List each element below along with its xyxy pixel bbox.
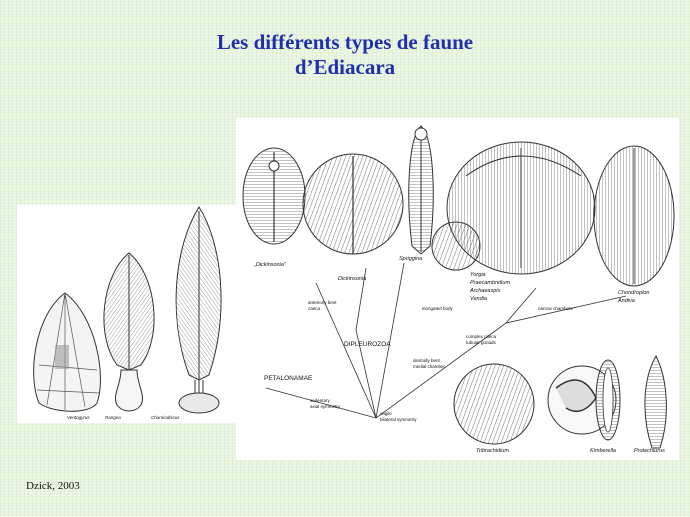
charniodiscus-drawing — [175, 206, 222, 414]
label-tribrachidium: Tribrachidium — [476, 448, 509, 454]
label-chondroplon: Chondroplon — [618, 290, 650, 296]
label-petalonamae: PETALONAMAE — [264, 375, 313, 382]
label-narrow-chambers: narrow chambers — [538, 306, 574, 311]
petalonamae-figure: Ventogyrus Rangea Charniodiscus — [17, 205, 237, 423]
chondroplon-drawing — [593, 145, 675, 287]
spriggina-drawing — [408, 125, 434, 255]
label-praecambridium: Praecambridium — [470, 280, 510, 286]
label-vagile: vagile — [380, 411, 392, 416]
dickinsonia-q-drawing — [242, 147, 306, 245]
label-medial-chamber: medial chamber — [413, 364, 446, 369]
label-rangea: Rangea — [105, 415, 121, 420]
petalonamae-illustration: Ventogyrus Rangea Charniodiscus — [33, 206, 222, 420]
tribrachidium-drawing — [453, 363, 617, 445]
ventogyrus-drawing — [33, 292, 101, 412]
label-dickinsonia: Dickinsonia — [338, 276, 366, 282]
cladogram-illustration: „Dickinsonia" Dickinsonia Spriggina Yorg… — [242, 125, 675, 454]
label-tubular-gonads: tubular gonads — [466, 340, 497, 345]
label-dextrally-bent: dextrally bent — [413, 358, 441, 363]
label-dipleurozoa: DIPLEUROZOA — [344, 341, 391, 348]
label-kimberella: Kimberella — [590, 448, 616, 454]
dipleurozoa-cladogram: „Dickinsonia" Dickinsonia Spriggina Yorg… — [236, 118, 679, 460]
label-bilateral-symmetry: bilateral symmetry — [380, 417, 417, 422]
label-archaeaspis: Archaeaspis — [469, 288, 501, 294]
label-charniodiscus: Charniodiscus — [151, 415, 180, 420]
protechiurus-drawing — [644, 354, 667, 449]
dickinsonia-drawing — [302, 153, 404, 255]
yorgia-drawing — [446, 141, 596, 275]
label-protechiurus: Protechiurus — [634, 448, 665, 454]
source-credit: Dzick, 2003 — [26, 480, 80, 492]
label-andiva: Andiva — [617, 298, 635, 304]
kimberella-drawing — [595, 359, 621, 441]
label-yorgia: Yorgia — [470, 272, 486, 278]
label-anteriorly-bent: anteriorly bent — [308, 300, 337, 305]
label-complex-caeca: complex caeca — [466, 334, 497, 339]
cladogram-tree — [265, 262, 627, 419]
label-elongated-body: elongated body — [422, 306, 454, 311]
slide-title: Les différents types de faune d’Ediacara — [0, 30, 690, 80]
label-caeca: caeca — [308, 306, 321, 311]
label-dickinsonia-q: „Dickinsonia" — [253, 262, 287, 268]
title-line-1: Les différents types de faune — [216, 30, 474, 54]
label-spriggina: Spriggina — [399, 256, 422, 262]
label-ventogyrus: Ventogyrus — [67, 415, 90, 420]
title-line-2: d’Ediacara — [294, 55, 396, 79]
label-axial-symmetry: axial symmetry — [310, 404, 341, 409]
label-sedentary: sedentary — [310, 398, 331, 403]
label-vendia: Vendia — [470, 296, 487, 302]
rangea-drawing — [103, 252, 155, 412]
